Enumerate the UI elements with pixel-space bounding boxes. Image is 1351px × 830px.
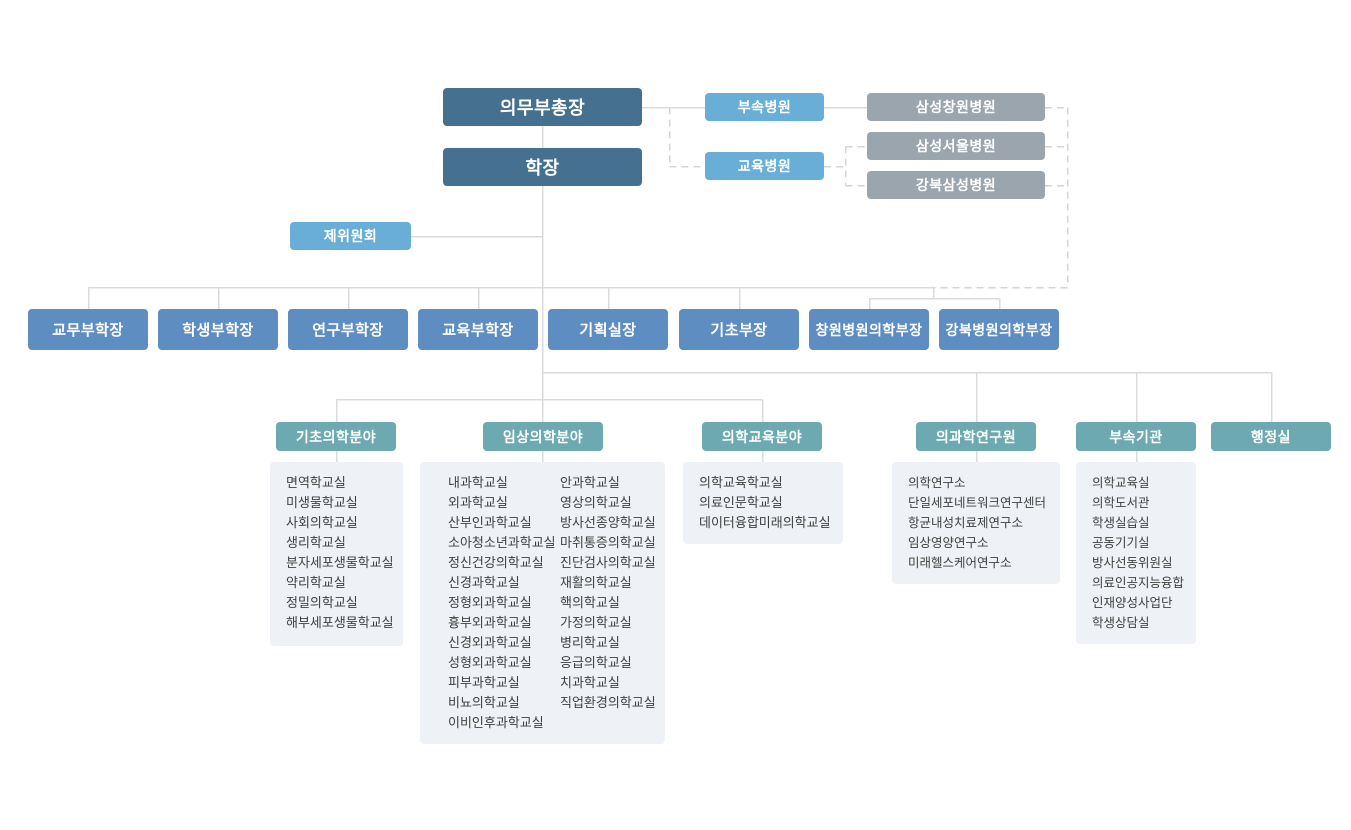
node-deputy-student-affairs: 학생부학장 [158, 309, 278, 350]
list-item: 영상의학교실 [560, 495, 632, 510]
list-item: 방사선동위원실 [1092, 556, 1173, 570]
list-item: 의학연구소 [908, 476, 966, 490]
list-item: 정형외과학교실 [448, 595, 532, 610]
list-item: 병리학교실 [560, 635, 620, 650]
list-item: 성형외과학교실 [448, 655, 532, 670]
list-item: 응급의학교실 [560, 655, 632, 670]
node-hospital-kangbuk-samsung: 강북삼성병원 [867, 171, 1045, 199]
node-hospital-samsung-seoul: 삼성서울병원 [867, 132, 1045, 160]
list-item: 재활의학교실 [560, 575, 632, 590]
list-item: 정밀의학교실 [286, 595, 358, 610]
node-division-medical-education: 의학교육분야 [702, 422, 822, 451]
node-education-hospital: 교육병원 [705, 152, 824, 180]
list-item: 치과학교실 [560, 675, 620, 690]
list-item: 내과학교실 [448, 475, 508, 490]
list-item: 사회의학교실 [286, 515, 358, 530]
list-item: 산부인과학교실 [448, 515, 532, 530]
node-medical-science-research-institute: 의과학연구원 [916, 422, 1036, 451]
list-item: 미래헬스케어연구소 [908, 556, 1012, 570]
node-administration-office: 행정실 [1211, 422, 1331, 451]
node-changwon-hospital-medical-head: 창원병원의학부장 [809, 309, 929, 350]
list-item: 생리학교실 [286, 535, 346, 550]
list-item: 분자세포생물학교실 [286, 555, 394, 570]
node-basic-department-head: 기초부장 [679, 309, 799, 350]
list-item: 소아청소년과학교실 [448, 535, 556, 550]
node-hospital-samsung-changwon: 삼성창원병원 [867, 93, 1045, 121]
node-planning-office-head: 기획실장 [548, 309, 668, 350]
list-item: 가정의학교실 [560, 615, 632, 630]
node-medical-vice-president: 의무부총장 [443, 88, 642, 126]
list-item: 신경외과학교실 [448, 635, 532, 650]
list-item: 임상영양연구소 [908, 536, 989, 550]
node-deputy-education: 교육부학장 [418, 309, 538, 350]
list-item: 약리학교실 [286, 575, 346, 590]
node-committees: 제위원회 [290, 222, 411, 250]
list-item: 면역학교실 [286, 475, 346, 490]
list-item: 해부세포생물학교실 [286, 615, 394, 630]
list-item: 피부과학교실 [448, 675, 520, 690]
node-deputy-academic-affairs: 교무부학장 [28, 309, 148, 350]
list-item: 핵의학교실 [560, 595, 620, 610]
list-item: 흉부외과학교실 [448, 615, 532, 630]
node-deputy-research: 연구부학장 [288, 309, 408, 350]
list-item: 이비인후과학교실 [448, 715, 544, 730]
list-item: 방사선종양학교실 [560, 515, 656, 530]
list-item: 의료인공지능융합 인재양성사업단 [1092, 576, 1185, 610]
list-item: 학생실습실 [1092, 516, 1150, 530]
node-division-basic-medicine: 기초의학분야 [276, 422, 396, 451]
list-item: 진단검사의학교실 [560, 555, 656, 570]
list-item: 외과학교실 [448, 495, 508, 510]
list-item: 학생상담실 [1092, 616, 1150, 630]
list-item: 항균내성치료제연구소 [908, 516, 1024, 530]
list-item: 의료인문학교실 [699, 495, 783, 510]
node-affiliated-hospital: 부속병원 [705, 93, 824, 121]
node-affiliated-facilities: 부속기관 [1076, 422, 1196, 451]
list-item: 의학교육학교실 [699, 475, 783, 490]
list-item: 의학도서관 [1092, 496, 1150, 510]
node-dean: 학장 [443, 148, 642, 186]
list-item: 의학교육실 [1092, 476, 1150, 490]
list-item: 직업환경의학교실 [560, 695, 656, 710]
list-item: 신경과학교실 [448, 575, 520, 590]
node-kangbuk-hospital-medical-head: 강북병원의학부장 [939, 309, 1059, 350]
list-item: 마취통증의학교실 [560, 535, 656, 550]
list-item: 안과학교실 [560, 475, 620, 490]
list-item: 미생물학교실 [286, 495, 358, 510]
node-division-clinical-medicine: 임상의학분야 [483, 422, 603, 451]
list-item: 단일세포네트워크연구센터 [908, 496, 1047, 510]
list-item: 비뇨의학교실 [448, 695, 520, 710]
list-item: 데이터융합미래의학교실 [699, 515, 831, 530]
list-item: 공동기기실 [1092, 536, 1150, 550]
list-item: 정신건강의학교실 [448, 555, 544, 570]
